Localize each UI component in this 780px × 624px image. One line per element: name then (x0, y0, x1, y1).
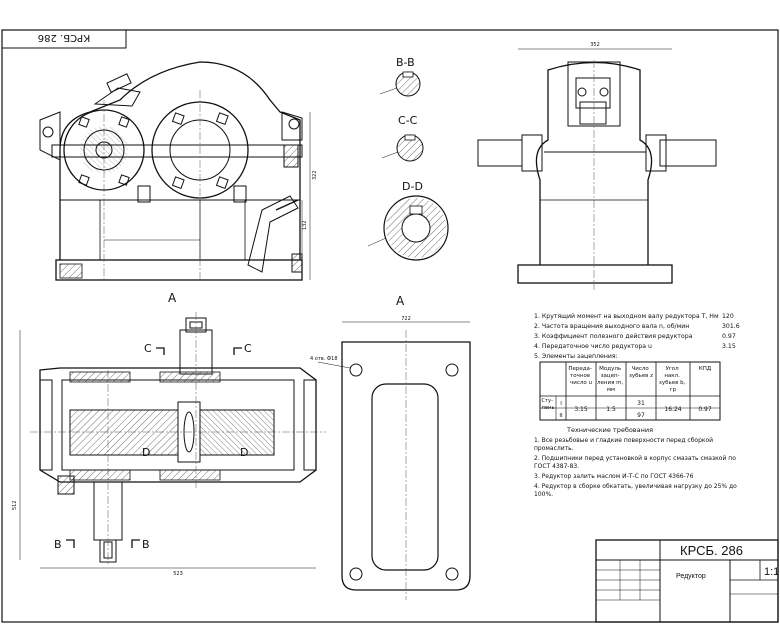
gear-header-u-2: точное (570, 373, 591, 379)
gear-header-angle-1: Угол (666, 366, 680, 372)
gear-header-z: Число зубьев z (629, 366, 653, 379)
spec-2-label: 3. Коэффициент полезного действия редукт… (534, 332, 693, 340)
gear-header-u: Переда- точное число u (568, 366, 593, 386)
gear-val-eff: 0.97 (698, 406, 712, 413)
top-stamp: КРСБ. 286 (1, 29, 127, 49)
gear-row-label-2: пень (541, 405, 554, 411)
dim-front-height: 322 (312, 170, 318, 180)
top-stamp-code: КРСБ. 286 (38, 32, 90, 43)
spec-0-label: 1. Крутящий момент на выходном валу реду… (534, 312, 719, 320)
section-marks: C C B B D D (54, 342, 252, 551)
gear-val-z2: 97 (637, 412, 645, 419)
gear-row-num-2: II (559, 413, 563, 419)
mark-c-right: C (244, 342, 252, 355)
tech-req-line-3: ГОСТ 4387-83. (534, 463, 579, 470)
title-code: КРСБ. 286 (680, 543, 743, 558)
title-name: Редуктор (676, 573, 706, 580)
gear-header-z-1: Число (632, 366, 650, 372)
label-b-b: B-B (396, 56, 415, 69)
section-d-d: D-D (367, 180, 449, 261)
spec-4-label: 5. Элементы зацепления: (534, 353, 618, 360)
spec-list: 1. Крутящий момент на выходном валу реду… (534, 312, 740, 360)
spec-0-value: 120 (722, 313, 734, 320)
gear-header-m-2: зацеп- (601, 373, 620, 379)
gear-header-eff: КПД (699, 366, 712, 372)
dim-plan-width: 722 (401, 316, 411, 322)
gear-header-angle: Угол накл. зубьев b, гр (659, 366, 687, 393)
dim-hole: 4 отв. Ф18 (310, 356, 338, 362)
section-c-c: C-C (381, 114, 424, 162)
gear-header-u-1: Переда- (568, 366, 592, 372)
gear-val-u: 3.15 (574, 406, 588, 413)
gear-table: Переда- точное число u Модуль зацеп- лен… (539, 361, 721, 421)
gear-header-m: Модуль зацеп- ления m, мм (597, 366, 625, 393)
gear-header-angle-4: гр (670, 387, 677, 393)
title-block: КРСБ. 286 Редуктор 1:1 (595, 539, 779, 623)
label-c-c: C-C (398, 114, 418, 127)
dim-bottom-width: 523 (173, 571, 183, 577)
tech-req-line-1: промаслить. (534, 445, 574, 452)
mark-d-right: D (240, 446, 248, 459)
gear-header-angle-2: накл. (664, 373, 680, 379)
mark-c-left: C (144, 342, 152, 355)
tech-req-title: Технические требования (566, 426, 653, 434)
gear-val-angle: 16.24 (664, 406, 681, 413)
tech-req-line-0: 1. Все резьбовые и гладкие поверхности п… (534, 437, 713, 444)
gear-header-m-3: ления m, (597, 380, 623, 386)
base-plate-view: 722 4 отв. Ф18 (310, 316, 471, 600)
gear-header-angle-3: зубьев b, (659, 380, 686, 386)
gear-row-label-1: Сту- (541, 398, 553, 404)
gear-header-u-3: число u (570, 380, 592, 386)
spec-3-label: 4. Передаточное число редуктора u (534, 343, 652, 350)
gear-row-num-1: I (560, 401, 562, 407)
label-section-a-right: А (396, 294, 405, 308)
tech-req-line-6: 100%. (534, 491, 553, 498)
gear-val-m: 1.5 (606, 406, 616, 413)
spec-1-label: 2. Частота вращения выходного вала n, об… (534, 322, 689, 330)
section-b-b: B-B (379, 56, 421, 97)
gear-row-label: Сту- пень (541, 398, 554, 411)
tech-req-line-5: 4. Редуктор в сборке обкатать, увеличива… (534, 483, 737, 490)
dim-base-height: 132 (302, 220, 308, 230)
mark-d-left: D (142, 446, 150, 459)
spec-2-value: 0.97 (722, 333, 736, 340)
gear-val-z1: 31 (637, 400, 645, 407)
title-scale: 1:1 (764, 566, 779, 578)
mark-b-right: B (142, 538, 150, 551)
mark-b-left: B (54, 538, 62, 551)
tech-req-line-2: 2. Подшипники перед установкой в корпус … (534, 455, 736, 462)
spec-1-value: 301.6 (722, 323, 740, 330)
front-view: 322 132 (39, 61, 318, 281)
gear-header-z-2: зубьев z (629, 373, 653, 379)
tech-req-line-4: 3. Редуктор залить маслом И-Т-С по ГОСТ … (534, 473, 694, 480)
label-section-a-left: А (168, 291, 177, 305)
plan-section: 512 523 (12, 312, 326, 577)
dim-plan-height: 512 (12, 500, 18, 510)
spec-3-value: 3.15 (722, 343, 736, 350)
gear-header-m-1: Модуль (599, 366, 621, 372)
label-d-d: D-D (402, 180, 423, 193)
sheet-frame (1, 29, 779, 623)
side-view: 352 (477, 42, 717, 290)
gear-header-m-4: мм (607, 387, 615, 393)
dim-top-view-width: 352 (590, 42, 600, 48)
tech-requirements: Технические требования 1. Все резьбовые … (534, 426, 737, 498)
